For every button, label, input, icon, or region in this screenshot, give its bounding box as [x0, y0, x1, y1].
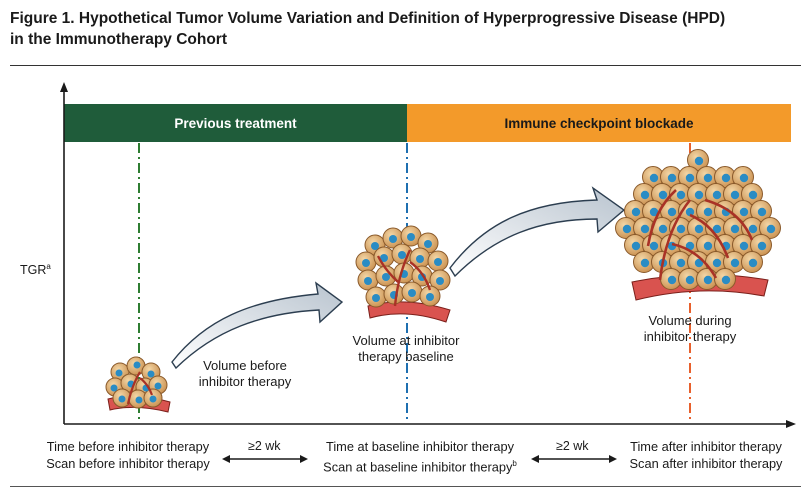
cell-nucleus — [667, 275, 677, 285]
cell-nucleus — [649, 173, 659, 183]
timepoint-baseline: Time at baseline inhibitor therapy Scan … — [323, 439, 517, 475]
tumor-baseline — [355, 225, 451, 323]
volume-baseline-label: Volume at inhibitor therapy baseline — [352, 333, 460, 364]
cell-nucleus — [694, 258, 704, 268]
tumor-during-cells — [615, 149, 781, 290]
top-rule — [10, 65, 801, 66]
cell-nucleus — [721, 173, 731, 183]
growth-arrow-2 — [449, 186, 626, 278]
cell-nucleus — [676, 190, 686, 200]
cell-nucleus — [640, 190, 650, 200]
cell-nucleus — [658, 190, 668, 200]
cell-nucleus — [730, 258, 740, 268]
immune-checkpoint-band: Immune checkpoint blockade — [407, 104, 791, 142]
y-axis — [60, 82, 68, 424]
interval-label-1: ≥2 wk — [248, 439, 281, 453]
cell-nucleus — [712, 258, 722, 268]
cell-nucleus — [748, 224, 758, 234]
cell-nucleus — [658, 224, 668, 234]
cell-nucleus — [631, 207, 641, 217]
previous-treatment-label: Previous treatment — [174, 115, 297, 131]
cell-nucleus — [703, 207, 713, 217]
cell-nucleus — [649, 241, 659, 251]
cell-nucleus — [703, 241, 713, 251]
figure-title-line2: in the Immunotherapy Cohort — [10, 31, 227, 48]
interval-arrow-1 — [222, 455, 308, 463]
cell-nucleus — [685, 275, 695, 285]
previous-treatment-band: Previous treatment — [64, 104, 407, 142]
y-axis-label: TGRa — [20, 262, 51, 278]
tumor-before — [105, 356, 171, 413]
cell-nucleus — [676, 224, 686, 234]
cell-nucleus — [748, 258, 758, 268]
interval-label-2: ≥2 wk — [556, 439, 589, 453]
x-axis — [64, 420, 796, 428]
x-axis-arrowhead — [786, 420, 796, 428]
cell-nucleus — [712, 224, 722, 234]
cell-nucleus — [676, 258, 686, 268]
cell-nucleus — [703, 173, 713, 183]
cell-nucleus — [730, 190, 740, 200]
figure-title-line1: Figure 1. Hypothetical Tumor Volume Vari… — [10, 10, 726, 27]
volume-before-label: Volume before inhibitor therapy — [198, 358, 292, 389]
growth-arrow-1 — [171, 281, 344, 370]
timepoint-before: Time before inhibitor therapy Scan befor… — [46, 439, 210, 471]
cell-nucleus — [640, 258, 650, 268]
cell-nucleus — [694, 156, 704, 166]
cell-nucleus — [757, 207, 767, 217]
cell-nucleus — [640, 224, 650, 234]
cell-nucleus — [748, 190, 758, 200]
cell-nucleus — [766, 224, 776, 234]
cell-nucleus — [721, 275, 731, 285]
cell-nucleus — [739, 173, 749, 183]
cell-nucleus — [694, 224, 704, 234]
bottom-rule — [10, 486, 801, 487]
tumor-during — [615, 149, 781, 301]
cell-nucleus — [685, 173, 695, 183]
cell-nucleus — [703, 275, 713, 285]
cell-nucleus — [685, 241, 695, 251]
cell-nucleus — [739, 241, 749, 251]
cell-nucleus — [667, 173, 677, 183]
cell-nucleus — [631, 241, 641, 251]
cell-nucleus — [685, 207, 695, 217]
cell-nucleus — [730, 224, 740, 234]
timepoint-after: Time after inhibitor therapy Scan after … — [629, 439, 783, 471]
immune-checkpoint-label: Immune checkpoint blockade — [504, 115, 694, 131]
cell-nucleus — [694, 190, 704, 200]
volume-during-label: Volume during inhibitor therapy — [643, 313, 737, 344]
cell-nucleus — [622, 224, 632, 234]
y-axis-arrowhead — [60, 82, 68, 92]
cell-nucleus — [667, 207, 677, 217]
cell-nucleus — [739, 207, 749, 217]
cell-nucleus — [649, 207, 659, 217]
figure-title: Figure 1. Hypothetical Tumor Volume Vari… — [10, 8, 800, 50]
cell-nucleus — [757, 241, 767, 251]
interval-arrow-2 — [531, 455, 617, 463]
cell-nucleus — [712, 190, 722, 200]
